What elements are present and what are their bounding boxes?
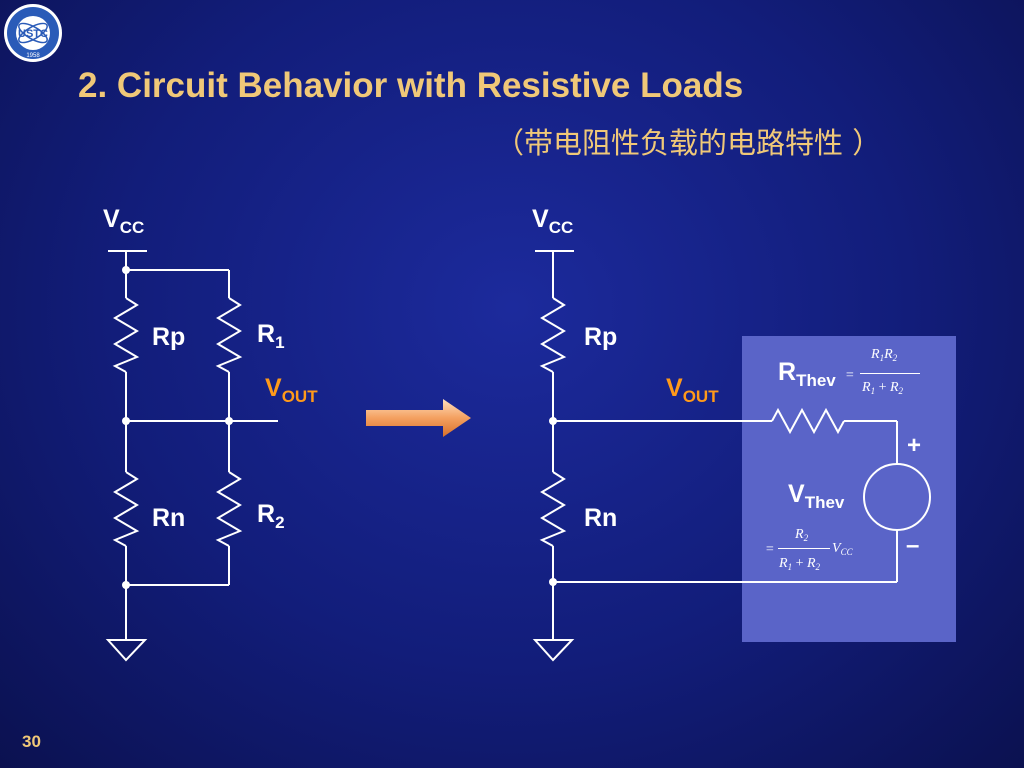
rthev-fraction-bar — [860, 373, 920, 374]
right-rn-resistor — [539, 471, 567, 547]
university-logo: USTC 1958 — [4, 4, 62, 62]
left-vout-label: VOUT — [265, 374, 318, 406]
left-r2-label: R2 — [257, 500, 285, 532]
r1-resistor — [215, 297, 243, 373]
rthev-formula-numerator: R1R2 — [871, 347, 898, 363]
vthev-source — [863, 463, 931, 531]
rthev-resistor — [771, 407, 845, 435]
rp-resistor — [112, 297, 140, 373]
vthev-fraction-bar — [778, 548, 830, 549]
right-vcc-label: VCC — [532, 205, 574, 237]
svg-text:1958: 1958 — [26, 53, 40, 59]
r2-resistor — [215, 471, 243, 547]
vthev-formula-eq: = — [765, 542, 775, 557]
page-subtitle: （带电阻性负载的电路特性 ） — [495, 126, 882, 160]
right-vout-label: VOUT — [666, 374, 719, 406]
right-rn-label: Rn — [584, 504, 618, 532]
rthev-formula-denominator: R1 + R2 — [862, 380, 904, 396]
rthev-formula-eq: = — [845, 368, 855, 383]
left-r1-label: R1 — [257, 320, 285, 352]
left-rp-label: Rp — [152, 323, 186, 351]
right-ground-symbol — [532, 639, 575, 662]
ground-symbol — [105, 639, 148, 662]
transform-arrow-icon — [366, 399, 471, 437]
page-number: 30 — [22, 732, 41, 751]
minus-sign: – — [906, 532, 920, 559]
vthev-formula-denominator: R1 + R2 — [779, 556, 821, 572]
vthev-label: VThev — [788, 480, 845, 512]
vthev-formula-numerator: R2 — [795, 527, 809, 543]
left-rn-label: Rn — [152, 504, 186, 532]
left-vcc-label: VCC — [103, 205, 145, 237]
page-title: 2. Circuit Behavior with Resistive Loads — [78, 66, 744, 105]
plus-sign: + — [907, 432, 922, 459]
vthev-formula-vcc: VCC — [832, 541, 853, 557]
right-rp-resistor — [539, 297, 567, 373]
rn-resistor — [112, 471, 140, 547]
right-rp-label: Rp — [584, 323, 618, 351]
svg-text:USTC: USTC — [18, 28, 48, 40]
rthev-label: RThev — [778, 358, 836, 390]
thevenin-equivalent-box — [742, 336, 956, 642]
